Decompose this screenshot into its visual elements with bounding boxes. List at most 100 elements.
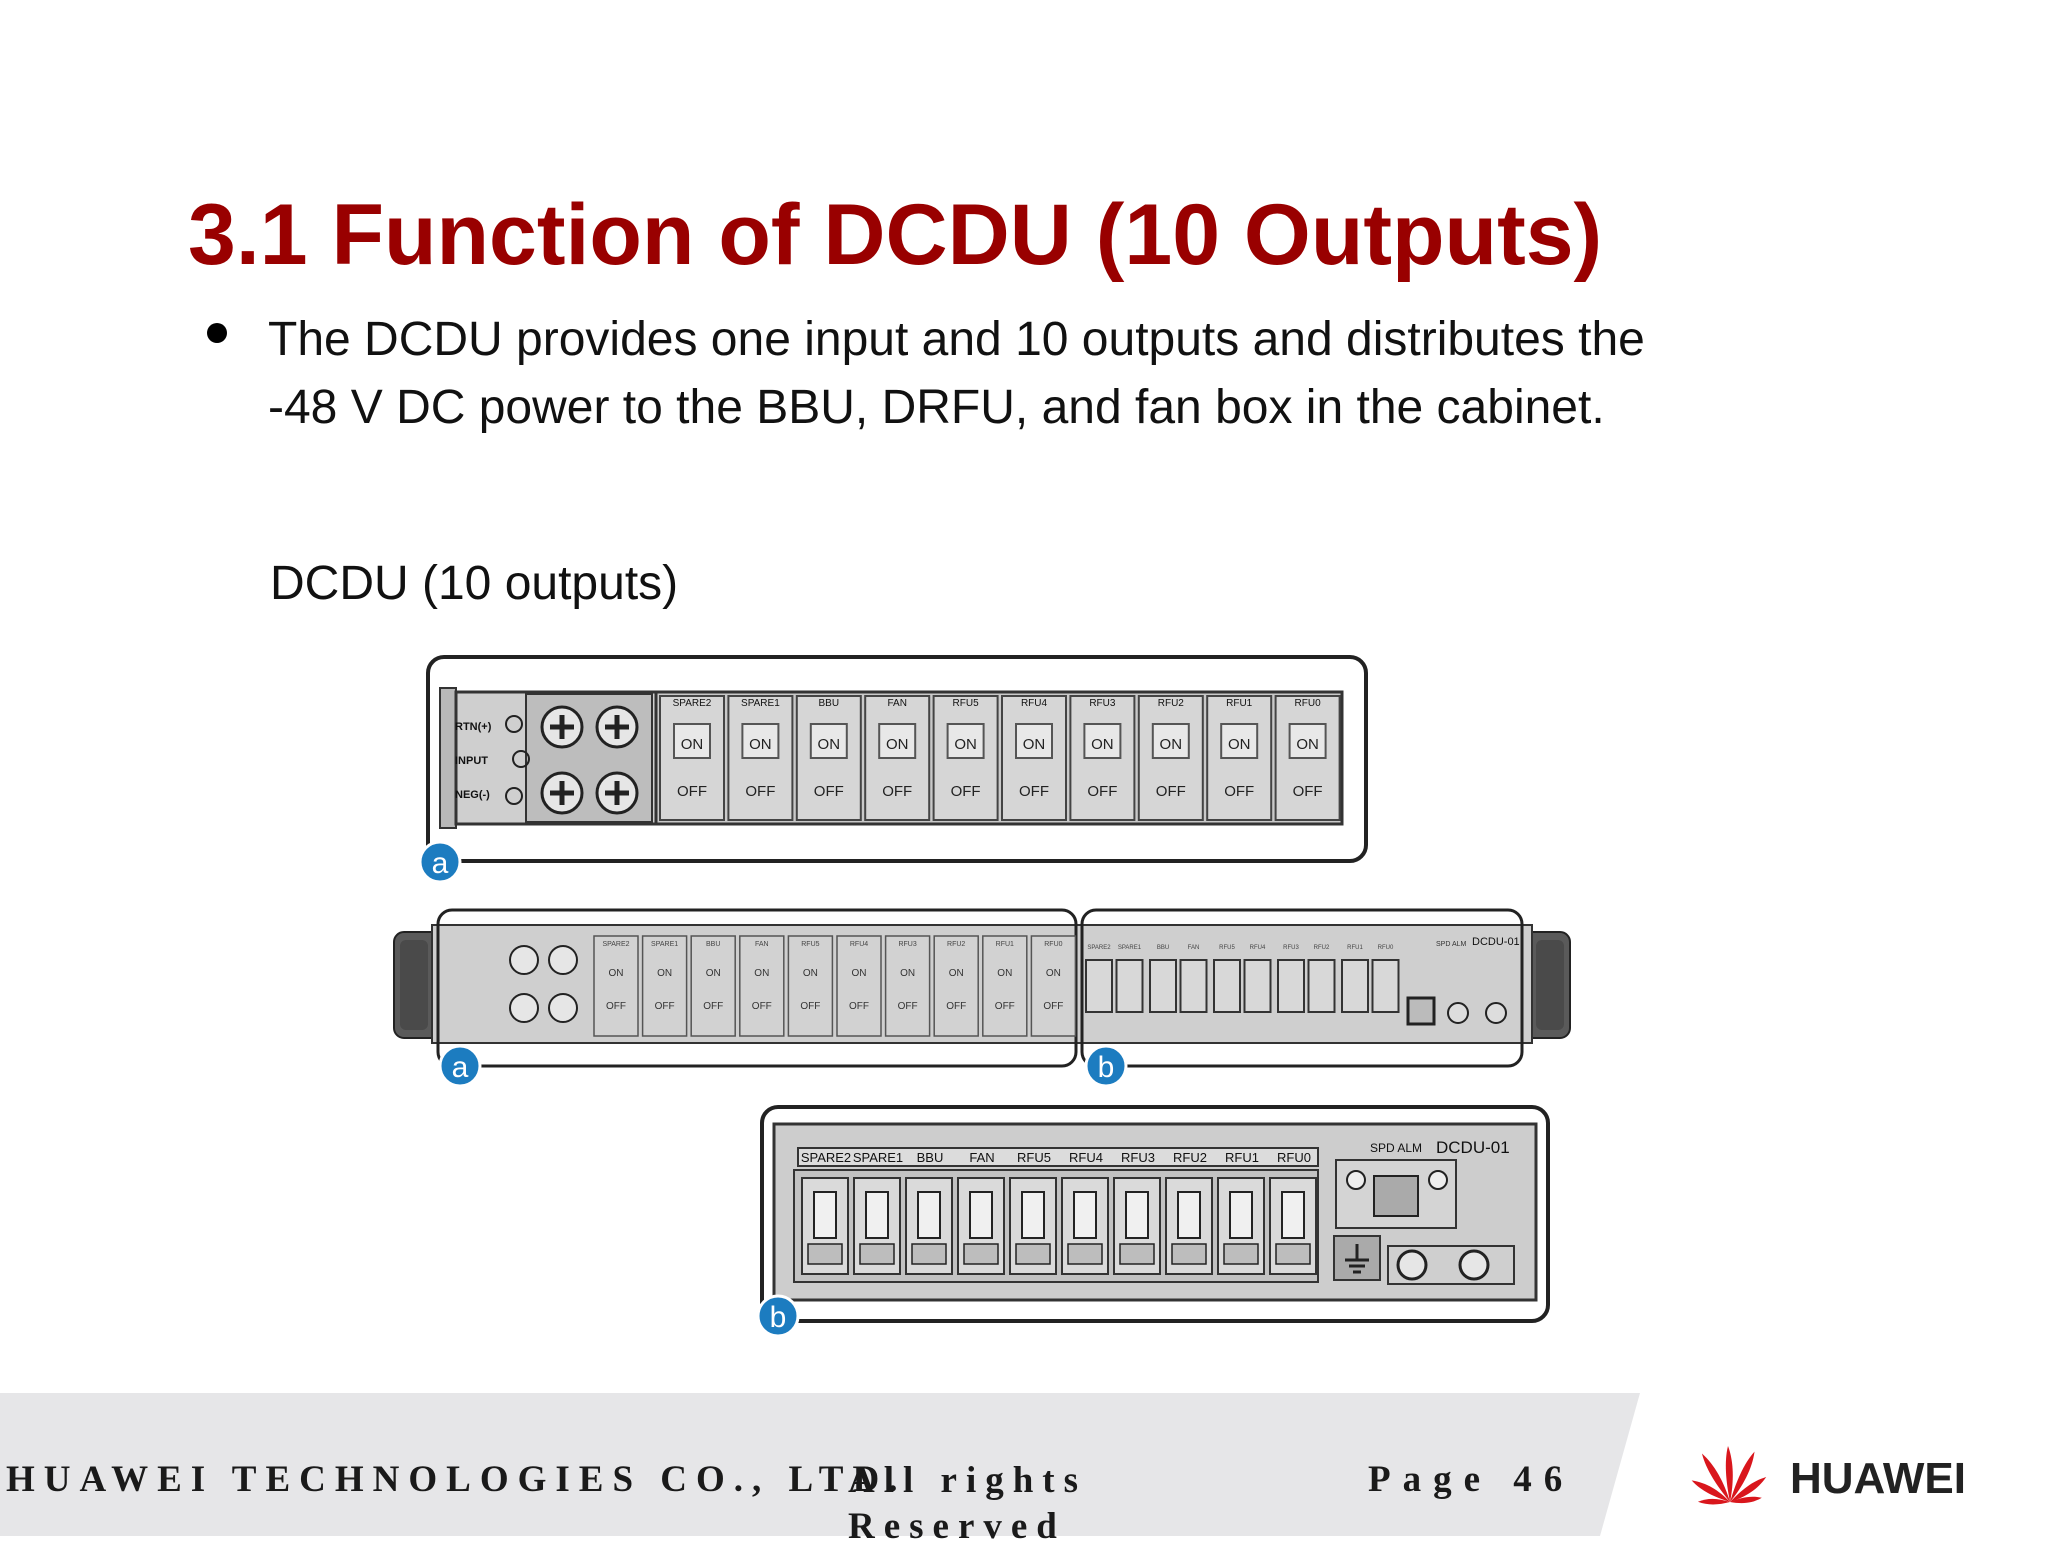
output-label: RFU0 bbox=[1277, 1150, 1311, 1165]
callout-b-badge bbox=[1084, 1044, 1128, 1088]
switch-off-label: OFF bbox=[951, 783, 981, 800]
switch-lever bbox=[1151, 723, 1190, 759]
switch-off-label: OFF bbox=[814, 783, 844, 800]
switch-off-label: OFF bbox=[946, 1001, 966, 1012]
switch-lever bbox=[1021, 1191, 1045, 1239]
output-label: RFU5 bbox=[1219, 945, 1235, 951]
output-label: RFU4 bbox=[1021, 698, 1048, 709]
switch-on-label: ON bbox=[749, 736, 772, 753]
terminal-screw-icon bbox=[509, 945, 578, 1023]
output-label: RFU2 bbox=[1158, 698, 1185, 709]
bullet-icon bbox=[207, 323, 227, 343]
breaker-mid bbox=[787, 935, 834, 1037]
switch-off-label: OFF bbox=[849, 1001, 869, 1012]
switch-lever bbox=[917, 1191, 941, 1239]
callout-b-label: b bbox=[770, 1301, 787, 1334]
breaker-a bbox=[1069, 695, 1136, 821]
breaker-mid bbox=[1030, 935, 1077, 1037]
switch-lever bbox=[673, 723, 711, 759]
output-label: RFU4 bbox=[1069, 1150, 1103, 1165]
switch-off-label: OFF bbox=[606, 1001, 626, 1012]
spd-alm-label: SPD ALM bbox=[1436, 941, 1467, 948]
callout-b-label: b bbox=[1098, 1051, 1115, 1084]
switch-on-label: ON bbox=[1046, 968, 1061, 979]
switch-lever bbox=[813, 1191, 837, 1239]
breaker-mini bbox=[1371, 959, 1400, 1013]
switch-on-label: ON bbox=[1160, 736, 1183, 753]
output-label: FAN bbox=[755, 941, 769, 948]
switch-off-label: OFF bbox=[703, 1001, 723, 1012]
output-label: FAN bbox=[887, 698, 906, 709]
breaker-mini bbox=[1243, 959, 1272, 1013]
output-label: RFU5 bbox=[1017, 1150, 1051, 1165]
switch-off-label: OFF bbox=[1043, 1001, 1063, 1012]
breaker-mini bbox=[1341, 959, 1369, 1013]
footer-company: HUAWEI TECHNOLOGIES CO., LTD. bbox=[6, 1459, 907, 1500]
dcdu-figure: RTN(+) INPUT NEG(-) SPARE2ONOFFSPARE1ONO… bbox=[393, 655, 1571, 1338]
footer-brand: HUAWEI bbox=[1790, 1454, 1966, 1503]
spd-alm-label: SPD ALM bbox=[1370, 1141, 1422, 1155]
output-label: RFU0 bbox=[1044, 941, 1062, 948]
breaker-mini bbox=[1213, 959, 1241, 1013]
switch-lever bbox=[1073, 1191, 1097, 1239]
callout-b-frame bbox=[1080, 908, 1524, 1068]
output-label: RFU1 bbox=[1225, 1150, 1259, 1165]
switch-on-label: ON bbox=[852, 968, 867, 979]
output-label: SPARE2 bbox=[801, 1150, 851, 1165]
switch-lever bbox=[865, 1191, 889, 1239]
switch-lever bbox=[1015, 723, 1053, 759]
breaker-mini bbox=[1115, 959, 1144, 1013]
breaker-mid bbox=[933, 935, 979, 1037]
switch-on-label: ON bbox=[818, 736, 841, 753]
switch-off-label: OFF bbox=[745, 783, 775, 800]
switch-off-label: OFF bbox=[1019, 783, 1049, 800]
switch-lever bbox=[1083, 723, 1122, 759]
switch-on-label: ON bbox=[657, 968, 672, 979]
breaker-mid bbox=[982, 935, 1028, 1037]
switch-on-label: ON bbox=[954, 736, 977, 753]
output-label: RFU4 bbox=[850, 941, 868, 948]
breaker-mid bbox=[836, 935, 882, 1037]
bullet-text: The DCDU provides one input and 10 outpu… bbox=[268, 313, 1645, 434]
callout-a-label: a bbox=[452, 1051, 469, 1084]
output-label: RFU3 bbox=[1121, 1150, 1155, 1165]
input-label-neg: NEG(-) bbox=[455, 789, 490, 801]
output-label: RFU4 bbox=[1250, 945, 1266, 951]
output-label: BBU bbox=[1157, 945, 1169, 951]
breaker-mid bbox=[739, 935, 785, 1037]
switch-on-label: ON bbox=[1023, 736, 1046, 753]
output-label: RFU5 bbox=[953, 698, 980, 709]
huawei-logo-icon bbox=[1691, 1446, 1767, 1505]
switch-on-label: ON bbox=[1228, 736, 1251, 753]
output-label: BBU bbox=[706, 941, 720, 948]
figure-caption: DCDU (10 outputs) bbox=[270, 557, 679, 610]
footer-page-number: Page 46 bbox=[1368, 1459, 1575, 1500]
output-label: RFU0 bbox=[1378, 945, 1394, 951]
output-label: BBU bbox=[917, 1150, 944, 1165]
callout-b-badge bbox=[756, 1294, 800, 1338]
output-label: SPARE2 bbox=[673, 698, 712, 709]
model-label: DCDU-01 bbox=[1436, 1138, 1510, 1157]
switch-lever bbox=[1281, 1191, 1305, 1239]
switch-on-label: ON bbox=[886, 736, 909, 753]
footer-logo-area bbox=[1600, 1393, 2048, 1536]
output-label: FAN bbox=[969, 1150, 994, 1165]
switch-on-label: ON bbox=[900, 968, 915, 979]
breaker-mini bbox=[1277, 959, 1305, 1013]
breaker-mid bbox=[884, 935, 931, 1037]
switch-lever bbox=[969, 1191, 993, 1239]
output-label: SPARE1 bbox=[651, 941, 678, 948]
callout-a-label: a bbox=[432, 847, 449, 880]
output-label: SPARE1 bbox=[741, 698, 780, 709]
switch-off-label: OFF bbox=[752, 1001, 772, 1012]
switch-lever bbox=[1125, 1191, 1149, 1239]
switch-on-label: ON bbox=[681, 736, 704, 753]
breaker-mini bbox=[1307, 959, 1336, 1013]
output-label: FAN bbox=[1188, 945, 1200, 951]
breaker-mini bbox=[1179, 959, 1208, 1013]
switch-on-label: ON bbox=[1296, 736, 1319, 753]
breaker-mini bbox=[1085, 959, 1113, 1013]
output-label: RFU3 bbox=[898, 941, 916, 948]
breaker-mid bbox=[641, 935, 688, 1037]
terminal-screw-icon bbox=[1396, 1249, 1490, 1281]
